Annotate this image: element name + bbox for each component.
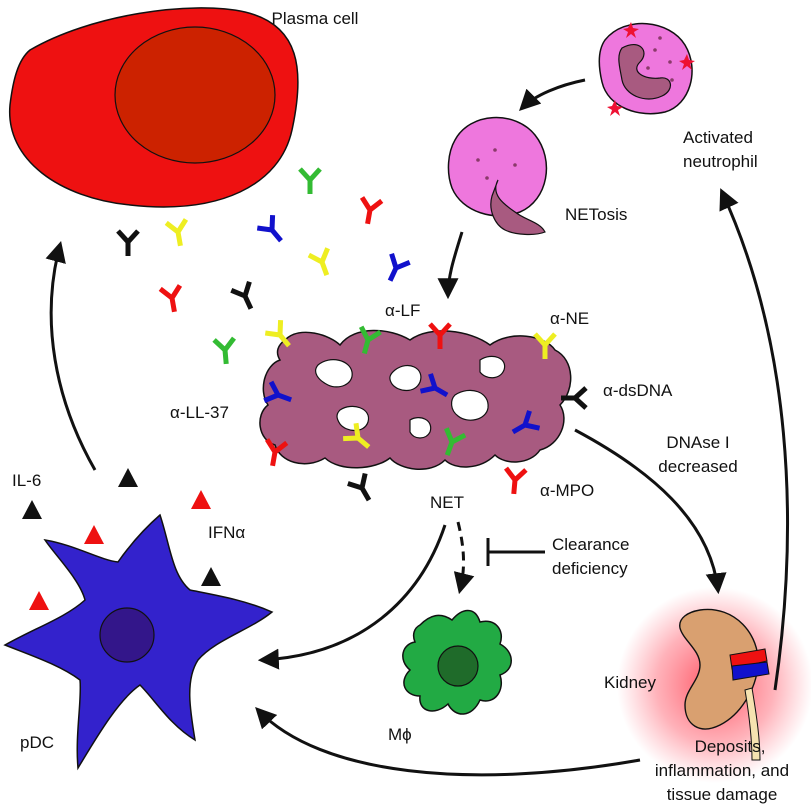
antibody — [231, 282, 260, 313]
antibody — [300, 169, 320, 194]
plasma-cell-nucleus — [114, 26, 276, 164]
netosis-granules — [476, 148, 517, 180]
cytokine-triangles — [22, 468, 221, 610]
arrow-kidney-to-pdc — [255, 706, 641, 777]
net-label: NET — [430, 493, 464, 512]
antibody — [358, 197, 382, 225]
arrow-kidney-to-neutrophil — [719, 188, 789, 691]
plasma-cell-label: Plasma cell — [272, 9, 359, 28]
netosis-label: NETosis — [565, 205, 627, 224]
pathway-arrows — [45, 78, 789, 777]
kidney — [617, 587, 811, 783]
ifn-triangle — [191, 490, 211, 509]
pdc-nucleus — [99, 607, 155, 663]
activated-label-line1: Activated — [683, 128, 753, 147]
il6-triangle — [118, 468, 138, 487]
plasmacytoid-dendritic-cell — [3, 513, 274, 771]
alpha-lf-label: α-LF — [385, 301, 420, 320]
damage-label-line3: tissue damage — [667, 785, 778, 804]
antibody — [381, 254, 410, 285]
antibody — [214, 338, 236, 365]
arrow-net-to-kidney — [574, 428, 727, 595]
arrow-activated-to-netosis — [519, 78, 586, 111]
arrow-net-to-pdc — [257, 524, 447, 670]
dnase-label-line1: DNAse I — [666, 433, 729, 452]
activated-neutrophil — [598, 22, 695, 116]
net-structure — [259, 329, 572, 471]
alpha-ne-label: α-NE — [550, 309, 589, 328]
arrow-pdc-to-plasma — [45, 240, 97, 471]
antibody — [309, 248, 336, 278]
dnase-label-line2: decreased — [658, 457, 737, 476]
netosis-neutrophil — [447, 116, 548, 236]
ifn-alpha-label: IFNα — [208, 523, 245, 542]
plasma-cell — [9, 7, 299, 208]
antibody — [160, 285, 184, 313]
ifn-triangle — [29, 591, 49, 610]
activation-stars — [607, 22, 695, 116]
kidney-label: Kidney — [604, 673, 656, 692]
clearance-label-line1: Clearance — [552, 535, 630, 554]
antibody — [166, 219, 190, 247]
alpha-mpo-label: α-MPO — [540, 481, 594, 500]
antibody — [348, 473, 378, 505]
antibody — [257, 215, 288, 247]
il6-triangle — [201, 567, 221, 586]
macrophage-label: Mϕ — [388, 725, 412, 744]
damage-label-line1: Deposits, — [695, 737, 766, 756]
activated-label-line2: neutrophil — [683, 152, 758, 171]
il6-triangle — [22, 500, 42, 519]
macrophage-nucleus — [437, 645, 479, 687]
arrow-net-to-macrophage — [453, 521, 475, 595]
pdc-label: pDC — [20, 733, 54, 752]
granules — [646, 36, 674, 82]
il6-label: IL-6 — [12, 471, 41, 490]
arrow-netosis-to-net — [437, 231, 464, 300]
antibody — [504, 468, 526, 495]
macrophage — [402, 609, 512, 715]
alpha-dsdna-label: α-dsDNA — [603, 381, 673, 400]
ifn-triangle — [84, 525, 104, 544]
antibody — [118, 231, 138, 256]
alpha-ll37-label: α-LL-37 — [170, 403, 229, 422]
clearance-label-line2: deficiency — [552, 559, 628, 578]
damage-label-line2: inflammation, and — [655, 761, 789, 780]
